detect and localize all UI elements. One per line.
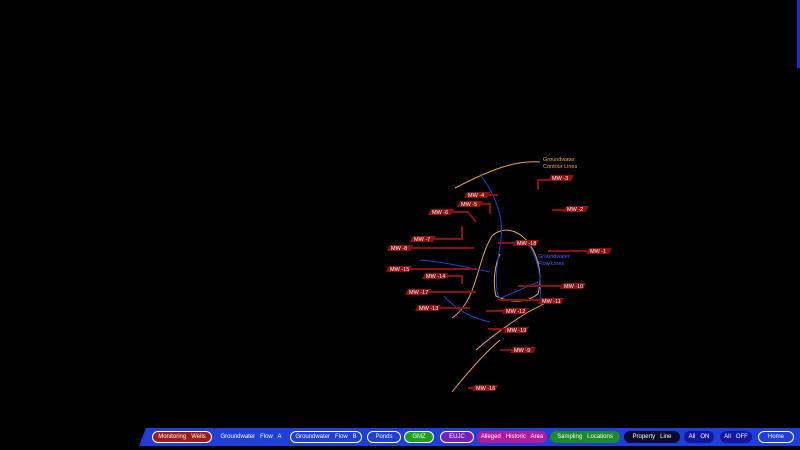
toolbar-button-label: Alleged Historic Area [480, 434, 544, 440]
well-tag [422, 273, 448, 279]
toolbar-button-label: Home [767, 434, 784, 440]
toolbar-button-all-off[interactable]: All OFF [720, 431, 752, 443]
flow-label-line2: Flow Lines [538, 261, 565, 267]
well-label: MW -13 [419, 306, 438, 312]
well-tag [560, 283, 586, 289]
well-tag [548, 175, 574, 181]
contour-line-middle [451, 229, 541, 319]
toolbar-button-monitoring-wells[interactable]: Monitoring Wells [152, 431, 212, 443]
groundwater-flow-lines [419, 173, 541, 323]
well-label: MW -17 [409, 290, 428, 296]
well-tag [386, 266, 412, 272]
flow-line-left [419, 259, 491, 273]
well-tag [457, 201, 483, 207]
contour-line-lower [475, 297, 555, 351]
contour-line-outer [454, 161, 541, 189]
contour-label-line2: Contour Lines [543, 164, 577, 170]
well-marker[interactable]: MW -16 [472, 385, 498, 392]
contour-label-line1: Groundwater [543, 157, 575, 163]
well-label: MW -4 [468, 193, 484, 199]
toolbar-button-groundwater-flow-b[interactable]: Groundwater Flow B [290, 431, 362, 443]
well-label: MW -8 [391, 246, 407, 252]
well-tag [586, 248, 612, 254]
monitoring-wells: MW -4 MW -5 MW -6 MW -3 MW -2 MW -7 MW -8 MW -1… [386, 175, 612, 392]
well-tag [472, 385, 498, 391]
well-tag [410, 236, 436, 242]
well-tag [503, 327, 529, 333]
well-tag [405, 289, 431, 295]
flow-line-right [529, 245, 541, 301]
toolbar-button-label: Monitoring Wells [158, 434, 206, 440]
well-tag [513, 240, 539, 246]
well-marker[interactable]: MW -9 [510, 347, 536, 354]
toolbar-button-label: Property Line [632, 434, 672, 440]
well-label: MW -10 [564, 284, 583, 290]
toolbar-button-label: Sampling Locations [557, 434, 613, 440]
well-label: MW -16 [476, 386, 495, 392]
toolbar-button-ponds[interactable]: Ponds [367, 431, 401, 443]
toolbar-button-label: All ON [688, 434, 710, 440]
well-tag [387, 245, 413, 251]
well-marker[interactable]: MW -4 [464, 192, 490, 199]
toolbar-button-label: All OFF [724, 434, 748, 440]
well-tag [538, 298, 564, 304]
well-leader-lines [405, 179, 605, 389]
well-label: MW -3 [552, 176, 568, 182]
well-label: MW -19 [507, 328, 526, 334]
toolbar-button-eujc[interactable]: EUJC [440, 431, 474, 443]
well-tag [563, 206, 589, 212]
well-tag [428, 209, 454, 215]
well-label: MW -9 [514, 348, 530, 354]
well-marker[interactable]: MW -10 [560, 283, 586, 290]
well-label: MW -11 [542, 299, 561, 305]
toolbar-button-home[interactable]: Home [758, 431, 794, 443]
well-label: MW -1 [590, 249, 606, 255]
well-marker[interactable]: MW -7 [410, 236, 436, 243]
well-marker[interactable]: MW -18 [513, 240, 539, 247]
well-marker[interactable]: MW -1 [586, 248, 612, 255]
toolbar-button-alleged-historic-area[interactable]: Alleged Historic Area [477, 431, 547, 443]
well-marker[interactable]: MW -6 [428, 209, 454, 216]
well-marker[interactable]: MW -2 [563, 206, 589, 213]
well-marker[interactable]: MW -12 [502, 308, 528, 315]
well-label: MW -6 [432, 210, 448, 216]
toolbar-button-sampling-locations[interactable]: Sampling Locations [550, 431, 620, 443]
flow-label-line1: Groundwater [538, 254, 570, 260]
toolbar-button-label: Groundwater Flow B [295, 434, 357, 440]
well-label: MW -5 [461, 202, 477, 208]
toolbar-button-property-line[interactable]: Property Line [624, 431, 680, 443]
well-tag [510, 347, 536, 353]
well-marker[interactable]: MW -15 [386, 266, 412, 273]
well-marker[interactable]: MW -3 [548, 175, 574, 182]
well-tag [502, 308, 528, 314]
toolbar-button-label: EUJC [449, 434, 465, 440]
well-marker[interactable]: MW -11 [538, 298, 564, 305]
well-tag [464, 192, 490, 198]
flow-line-main [479, 173, 539, 299]
toolbar-button-label: GMZ [412, 434, 426, 440]
well-label: MW -15 [390, 267, 409, 273]
well-marker[interactable]: MW -17 [405, 289, 431, 296]
toolbar-button-all-on[interactable]: All ON [684, 431, 714, 443]
well-marker[interactable]: MW -14 [422, 273, 448, 280]
contour-line-bottom [451, 339, 501, 393]
well-marker[interactable]: MW -8 [387, 245, 413, 252]
edge-scroll-indicator [797, 0, 800, 68]
toolbar-button-gmz[interactable]: GMZ [404, 431, 434, 443]
toolbar-button-groundwater-flow-a[interactable]: Groundwater Flow A [216, 431, 286, 443]
well-marker[interactable]: MW -19 [503, 327, 529, 334]
well-label: MW -14 [426, 274, 445, 280]
well-marker[interactable]: MW -13 [415, 305, 441, 312]
well-label: MW -7 [414, 237, 430, 243]
well-marker[interactable]: MW -5 [457, 201, 483, 208]
toolbar-button-label: Ponds [375, 434, 393, 440]
toolbar-button-label: Groundwater Flow A [220, 434, 282, 440]
well-label: MW -12 [506, 309, 525, 315]
well-tag [415, 305, 441, 311]
well-label: MW -18 [517, 241, 536, 247]
layer-toolbar: Monitoring Wells Groundwater Flow A Ground… [0, 428, 800, 446]
well-label: MW -2 [567, 207, 583, 213]
flow-line-lower [443, 295, 491, 323]
